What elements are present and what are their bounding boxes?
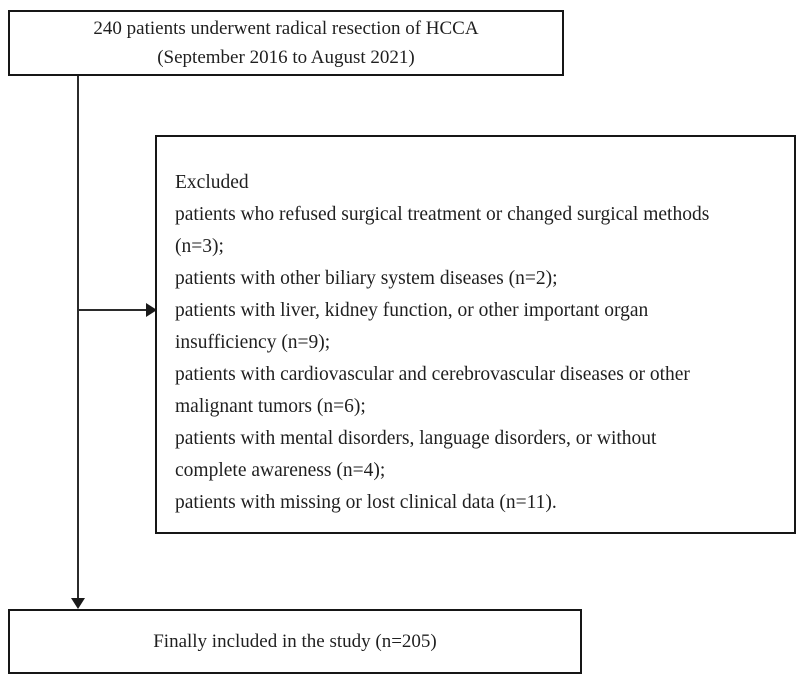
arrow-down-icon [71, 598, 85, 609]
arrow-right-icon [146, 303, 157, 317]
node-enrollment-box: 240 patients underwent radical resection… [8, 10, 564, 76]
excluded-line: malignant tumors (n=6); [175, 396, 366, 417]
excluded-line: patients with mental disorders, language… [175, 428, 657, 449]
excluded-line: patients with cardiovascular and cerebro… [175, 364, 690, 385]
excluded-line: complete awareness (n=4); [175, 460, 386, 481]
enrollment-line1: 240 patients underwent radical resection… [93, 18, 479, 39]
node-excluded-box: Excluded patients who refused surgical t… [155, 135, 796, 534]
enrollment-line2: (September 2016 to August 2021) [157, 47, 415, 68]
connector-right-line [78, 309, 147, 311]
node-included-box: Finally included in the study (n=205) [8, 609, 582, 674]
excluded-line: patients with liver, kidney function, or… [175, 300, 649, 321]
excluded-line: (n=3); [175, 236, 224, 257]
excluded-line: insufficiency (n=9); [175, 332, 331, 353]
excluded-line: patients with missing or lost clinical d… [175, 492, 557, 513]
excluded-line: patients with other biliary system disea… [175, 268, 558, 289]
excluded-title: Excluded [175, 172, 249, 193]
excluded-line: patients who refused surgical treatment … [175, 204, 710, 225]
connector-down-line [77, 76, 79, 598]
included-label: Finally included in the study (n=205) [153, 630, 437, 652]
